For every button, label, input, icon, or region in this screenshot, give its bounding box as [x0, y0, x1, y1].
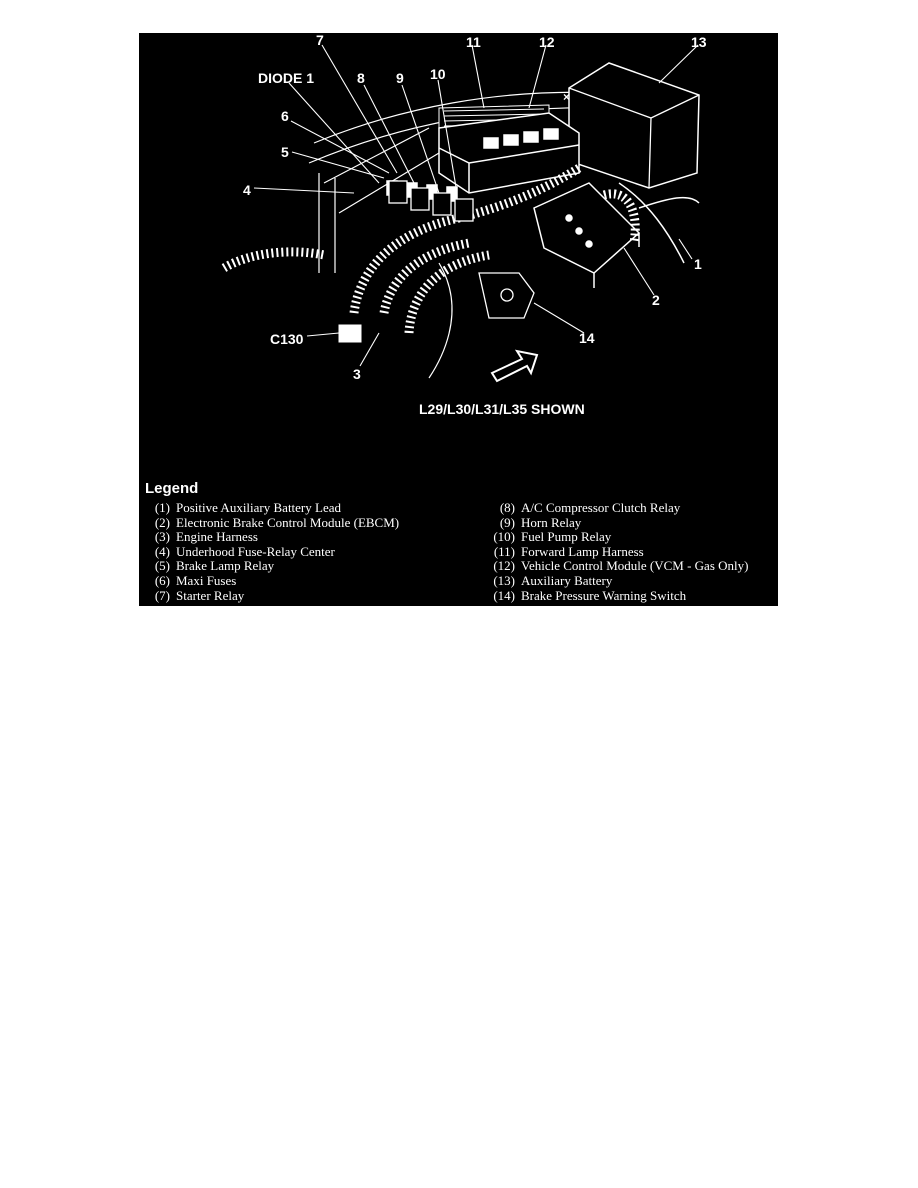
legend-title: Legend [145, 480, 198, 497]
legend-item-label: Electronic Brake Control Module (EBCM) [170, 515, 399, 530]
callout-3: 3 [353, 366, 361, 382]
legend-item-label: Forward Lamp Harness [515, 544, 644, 559]
legend-item-label: Brake Pressure Warning Switch [515, 588, 686, 603]
callout-13: 13 [691, 34, 707, 50]
callout-5: 5 [281, 144, 289, 160]
legend-item-label: Fuel Pump Relay [515, 529, 611, 544]
legend-item: (13)Auxiliary Battery [491, 574, 748, 589]
callout-14: 14 [579, 330, 595, 346]
legend-item: (11)Forward Lamp Harness [491, 545, 748, 560]
legend-item: (12)Vehicle Control Module (VCM - Gas On… [491, 559, 748, 574]
callout-11: 11 [466, 34, 481, 50]
legend-item-label: A/C Compressor Clutch Relay [515, 500, 680, 515]
forward-direction-arrow [492, 351, 537, 381]
legend-item-number: (12) [491, 559, 515, 574]
legend-item-number: (10) [491, 530, 515, 545]
callout-9: 9 [396, 70, 404, 86]
legend-column-left: (1)Positive Auxiliary Battery Lead(2)Ele… [139, 501, 399, 603]
legend-item: (2)Electronic Brake Control Module (EBCM… [139, 516, 399, 531]
callout-1: 1 [694, 256, 702, 272]
legend-item-number: (5) [139, 559, 170, 574]
legend-item: (6)Maxi Fuses [139, 574, 399, 589]
legend-item-label: Horn Relay [515, 515, 581, 530]
legend-item-number: (6) [139, 574, 170, 589]
legend-item: (8)A/C Compressor Clutch Relay [491, 501, 748, 516]
legend-item: (5)Brake Lamp Relay [139, 559, 399, 574]
legend-item-label: Positive Auxiliary Battery Lead [170, 500, 341, 515]
legend-item-number: (7) [139, 589, 170, 604]
callout-4: 4 [243, 182, 251, 198]
legend-item: (10)Fuel Pump Relay [491, 530, 748, 545]
legend-item-label: Underhood Fuse-Relay Center [170, 544, 335, 559]
callout-7: 7 [316, 33, 324, 48]
component-locator-figure: × [139, 33, 778, 606]
legend-item-label: Auxiliary Battery [515, 573, 612, 588]
legend-item: (7)Starter Relay [139, 589, 399, 604]
callout-8: 8 [357, 70, 365, 86]
legend-item-label: Vehicle Control Module (VCM - Gas Only) [515, 558, 748, 573]
legend-item-number: (14) [491, 589, 515, 604]
callout-6: 6 [281, 108, 289, 124]
legend-item-number: (11) [491, 545, 515, 560]
engine-bay-illustration: × [139, 33, 778, 473]
line-misc [429, 263, 452, 378]
legend-item-label: Starter Relay [170, 588, 244, 603]
auxiliary-battery: × [563, 63, 699, 188]
legend-item-number: (2) [139, 516, 170, 531]
svg-text:×: × [563, 90, 570, 104]
legend-column-right: (8)A/C Compressor Clutch Relay(9)Horn Re… [491, 501, 748, 603]
legend-item-number: (3) [139, 530, 170, 545]
legend-item: (3)Engine Harness [139, 530, 399, 545]
c130-connector [339, 325, 361, 342]
legend-item-number: (1) [139, 501, 170, 516]
callout-c130: C130 [270, 331, 304, 347]
legend-item-label: Engine Harness [170, 529, 258, 544]
legend-item-label: Brake Lamp Relay [170, 558, 274, 573]
legend-item: (14)Brake Pressure Warning Switch [491, 589, 748, 604]
legend-item-number: (9) [491, 516, 515, 531]
brake-pressure-switch [479, 273, 534, 318]
legend-item: (4)Underhood Fuse-Relay Center [139, 545, 399, 560]
legend-item: (9)Horn Relay [491, 516, 748, 531]
legend-item-label: Maxi Fuses [170, 573, 236, 588]
battery-lead-cable [639, 198, 699, 208]
callout-10: 10 [430, 66, 446, 82]
callout-12: 12 [539, 34, 555, 50]
callout-2: 2 [652, 292, 660, 308]
legend-item-number: (13) [491, 574, 515, 589]
legend-item-number: (4) [139, 545, 170, 560]
legend-item: (1)Positive Auxiliary Battery Lead [139, 501, 399, 516]
callout-diode-1: DIODE 1 [258, 70, 314, 86]
legend-item-number: (8) [491, 501, 515, 516]
variant-shown-label: L29/L30/L31/L35 SHOWN [419, 401, 585, 417]
